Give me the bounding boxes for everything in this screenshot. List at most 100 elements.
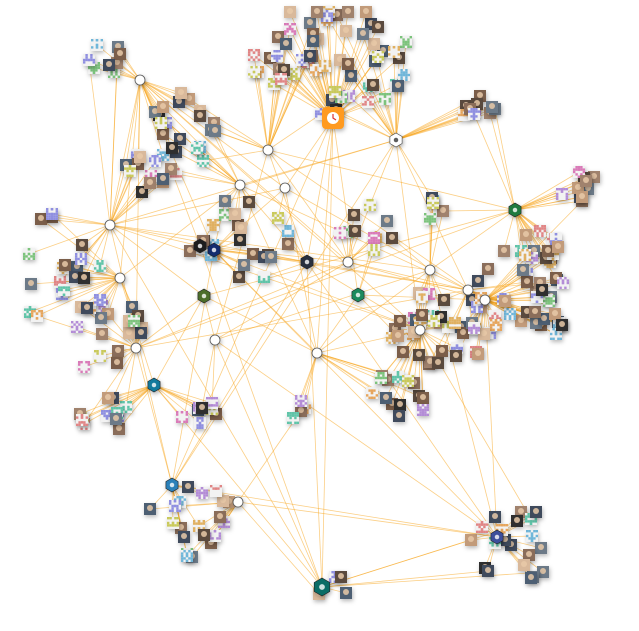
package-node[interactable] bbox=[262, 144, 274, 156]
identicon-avatar[interactable] bbox=[248, 66, 260, 78]
identicon-avatar[interactable] bbox=[181, 550, 193, 562]
identicon-avatar[interactable] bbox=[194, 417, 206, 429]
contributor-avatar[interactable] bbox=[348, 209, 360, 221]
contributor-avatar[interactable] bbox=[76, 239, 88, 251]
contributor-avatar[interactable] bbox=[175, 87, 187, 99]
identicon-avatar[interactable] bbox=[94, 260, 106, 272]
identicon-avatar[interactable] bbox=[556, 188, 568, 200]
identicon-avatar[interactable] bbox=[526, 530, 538, 542]
contributor-avatar[interactable] bbox=[112, 345, 124, 357]
contributor-avatar[interactable] bbox=[196, 402, 208, 414]
identicon-avatar[interactable] bbox=[284, 23, 296, 35]
contributor-avatar[interactable] bbox=[234, 234, 246, 246]
identicon-avatar[interactable] bbox=[209, 530, 221, 542]
identicon-avatar[interactable] bbox=[416, 291, 428, 303]
identicon-avatar[interactable] bbox=[94, 294, 106, 306]
contributor-avatar[interactable] bbox=[368, 38, 380, 50]
identicon-avatar[interactable] bbox=[78, 361, 90, 373]
contributor-avatar[interactable] bbox=[233, 271, 245, 283]
contributor-avatar[interactable] bbox=[392, 80, 404, 92]
identicon-avatar[interactable] bbox=[197, 155, 209, 167]
package-node[interactable] bbox=[479, 294, 491, 306]
contributor-avatar[interactable] bbox=[393, 410, 405, 422]
contributor-avatar[interactable] bbox=[542, 245, 554, 257]
identicon-avatar[interactable] bbox=[402, 375, 414, 387]
package-node[interactable] bbox=[114, 272, 126, 284]
contributor-avatar[interactable] bbox=[556, 319, 568, 331]
contributor-avatar[interactable] bbox=[235, 222, 247, 234]
contributor-avatar[interactable] bbox=[134, 151, 146, 163]
package-node[interactable] bbox=[209, 334, 221, 346]
contributor-avatar[interactable] bbox=[498, 245, 510, 257]
contributor-avatar[interactable] bbox=[413, 349, 425, 361]
identicon-avatar[interactable] bbox=[573, 166, 585, 178]
identicon-avatar[interactable] bbox=[196, 487, 208, 499]
contributor-avatar[interactable] bbox=[349, 225, 361, 237]
contributor-avatar[interactable] bbox=[499, 295, 511, 307]
contributor-avatar[interactable] bbox=[357, 28, 369, 40]
hex-logo-icon[interactable] bbox=[207, 242, 221, 258]
contributor-avatar[interactable] bbox=[367, 79, 379, 91]
contributor-avatar[interactable] bbox=[392, 330, 404, 342]
contributor-avatar[interactable] bbox=[518, 559, 530, 571]
contributor-avatar[interactable] bbox=[284, 6, 296, 18]
hex-logo-icon[interactable] bbox=[193, 238, 207, 254]
contributor-avatar[interactable] bbox=[482, 565, 494, 577]
contributor-avatar[interactable] bbox=[78, 272, 90, 284]
contributor-avatar[interactable] bbox=[114, 48, 126, 60]
contributor-avatar[interactable] bbox=[432, 357, 444, 369]
contributor-avatar[interactable] bbox=[123, 327, 135, 339]
identicon-avatar[interactable] bbox=[91, 39, 103, 51]
contributor-avatar[interactable] bbox=[135, 327, 147, 339]
contributor-avatar[interactable] bbox=[265, 251, 277, 263]
contributor-avatar[interactable] bbox=[438, 294, 450, 306]
package-node[interactable] bbox=[104, 219, 116, 231]
identicon-avatar[interactable] bbox=[557, 277, 569, 289]
contributor-avatar[interactable] bbox=[576, 191, 588, 203]
contributor-avatar[interactable] bbox=[280, 38, 292, 50]
identicon-avatar[interactable] bbox=[379, 93, 391, 105]
identicon-avatar[interactable] bbox=[207, 219, 219, 231]
contributor-avatar[interactable] bbox=[537, 566, 549, 578]
identicon-avatar[interactable] bbox=[76, 414, 88, 426]
identicon-avatar[interactable] bbox=[94, 350, 106, 362]
contributor-avatar[interactable] bbox=[157, 128, 169, 140]
contributor-avatar[interactable] bbox=[342, 58, 354, 70]
package-node[interactable] bbox=[342, 256, 354, 268]
contributor-avatar[interactable] bbox=[219, 195, 231, 207]
identicon-avatar[interactable] bbox=[75, 253, 87, 265]
contributor-avatar[interactable] bbox=[103, 59, 115, 71]
identicon-avatar[interactable] bbox=[428, 315, 440, 327]
package-node[interactable] bbox=[234, 179, 246, 191]
identicon-avatar[interactable] bbox=[206, 397, 218, 409]
contributor-avatar[interactable] bbox=[311, 6, 323, 18]
identicon-avatar[interactable] bbox=[155, 117, 167, 129]
contributor-avatar[interactable] bbox=[552, 241, 564, 253]
identicon-avatar[interactable] bbox=[364, 199, 376, 211]
identicon-avatar[interactable] bbox=[128, 315, 140, 327]
contributor-avatar[interactable] bbox=[59, 259, 71, 271]
hex-logo-icon[interactable] bbox=[197, 288, 211, 304]
identicon-avatar[interactable] bbox=[534, 225, 546, 237]
identicon-avatar[interactable] bbox=[468, 108, 480, 120]
contributor-avatar[interactable] bbox=[198, 529, 210, 541]
identicon-avatar[interactable] bbox=[417, 404, 429, 416]
contributor-avatar[interactable] bbox=[478, 328, 490, 340]
contributor-avatar[interactable] bbox=[35, 213, 47, 225]
identicon-avatar[interactable] bbox=[271, 50, 283, 62]
identicon-avatar[interactable] bbox=[319, 60, 331, 72]
identicon-avatar[interactable] bbox=[321, 10, 333, 22]
contributor-avatar[interactable] bbox=[417, 392, 429, 404]
contributor-avatar[interactable] bbox=[144, 503, 156, 515]
contributor-avatar[interactable] bbox=[535, 542, 547, 554]
identicon-avatar[interactable] bbox=[295, 395, 307, 407]
identicon-avatar[interactable] bbox=[476, 521, 488, 533]
identicon-avatar[interactable] bbox=[258, 271, 270, 283]
hex-logo-icon[interactable] bbox=[508, 202, 522, 218]
contributor-avatar[interactable] bbox=[386, 232, 398, 244]
contributor-avatar[interactable] bbox=[178, 531, 190, 543]
identicon-avatar[interactable] bbox=[288, 68, 300, 80]
contributor-avatar[interactable] bbox=[489, 511, 501, 523]
identicon-avatar[interactable] bbox=[210, 485, 222, 497]
package-node[interactable] bbox=[130, 342, 142, 354]
